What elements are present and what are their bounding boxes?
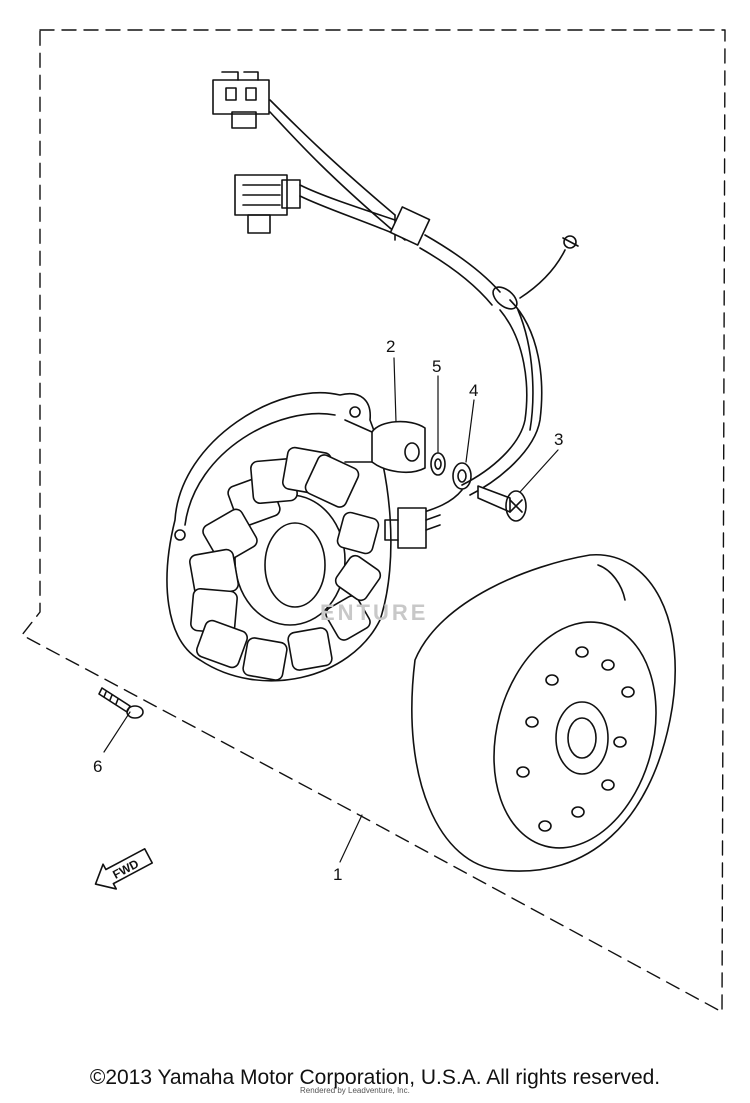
copyright-notice: ©2013 Yamaha Motor Corporation, U.S.A. A… [89, 1066, 661, 1089]
leader-line [103, 357, 559, 863]
forward-direction-arrow: FWD [94, 848, 154, 890]
harness-connector [212, 71, 270, 129]
watermark-text: ENTURE [320, 600, 428, 625]
render-credit: Rendered by Leadventure, Inc. [300, 1086, 410, 1095]
stator-lead-plug [384, 507, 441, 549]
callout-3: 3 [554, 430, 563, 449]
screw [477, 485, 527, 522]
washer [430, 452, 446, 476]
washer [452, 462, 472, 490]
wire-harness [269, 99, 579, 516]
bolt [98, 687, 144, 719]
rotor-rivet [516, 646, 635, 832]
callout-6: 6 [93, 757, 102, 776]
flywheel-rotor [411, 554, 676, 872]
callout-2: 2 [386, 337, 395, 356]
assembly-boundary [21, 29, 726, 1013]
callout-5: 5 [432, 357, 441, 376]
bushing [344, 419, 426, 474]
stator-coil [188, 446, 382, 681]
callout-4: 4 [469, 381, 478, 400]
harness-connector [234, 174, 301, 234]
callout-1: 1 [333, 865, 342, 884]
